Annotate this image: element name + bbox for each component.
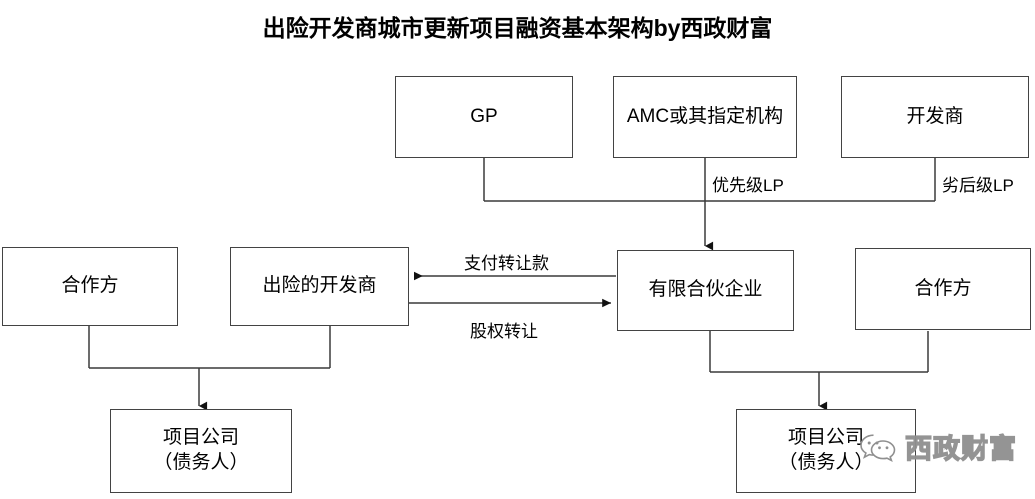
edge-label-senior-lp: 优先级LP bbox=[712, 176, 784, 195]
node-limited-partnership[interactable]: 有限合伙企业 bbox=[617, 250, 794, 331]
node-project-company-left[interactable]: 项目公司 （债务人） bbox=[110, 409, 292, 493]
node-partner-left-label: 合作方 bbox=[61, 275, 119, 297]
node-developer[interactable]: 开发商 bbox=[841, 76, 1029, 158]
node-limited-partnership-label: 有限合伙企业 bbox=[648, 279, 763, 301]
node-distressed-developer[interactable]: 出险的开发商 bbox=[230, 247, 409, 326]
node-gp-label: GP bbox=[470, 105, 498, 127]
node-project-company-right[interactable]: 项目公司 （债务人） bbox=[736, 409, 916, 493]
node-distressed-developer-label: 出险的开发商 bbox=[262, 275, 377, 297]
node-amc[interactable]: AMC或其指定机构 bbox=[613, 76, 797, 158]
node-gp[interactable]: GP bbox=[395, 76, 573, 158]
node-developer-label: 开发商 bbox=[906, 105, 964, 127]
node-project-company-left-label: 项目公司 （债务人） bbox=[153, 427, 249, 473]
edge-label-payment-transfer: 支付转让款 bbox=[464, 254, 549, 273]
node-amc-label: AMC或其指定机构 bbox=[626, 105, 784, 127]
node-partner-right-label: 合作方 bbox=[914, 277, 972, 299]
edge-label-subordinate-lp: 劣后级LP bbox=[942, 176, 1014, 195]
node-partner-left[interactable]: 合作方 bbox=[2, 247, 178, 326]
watermark-text: 西政财富 bbox=[904, 433, 1017, 464]
page-title: 出险开发商城市更新项目融资基本架构by西政财富 bbox=[262, 15, 773, 41]
node-project-company-right-label: 项目公司 （债务人） bbox=[778, 427, 874, 473]
edge-label-equity-transfer: 股权转让 bbox=[470, 322, 538, 341]
node-partner-right[interactable]: 合作方 bbox=[855, 248, 1031, 330]
